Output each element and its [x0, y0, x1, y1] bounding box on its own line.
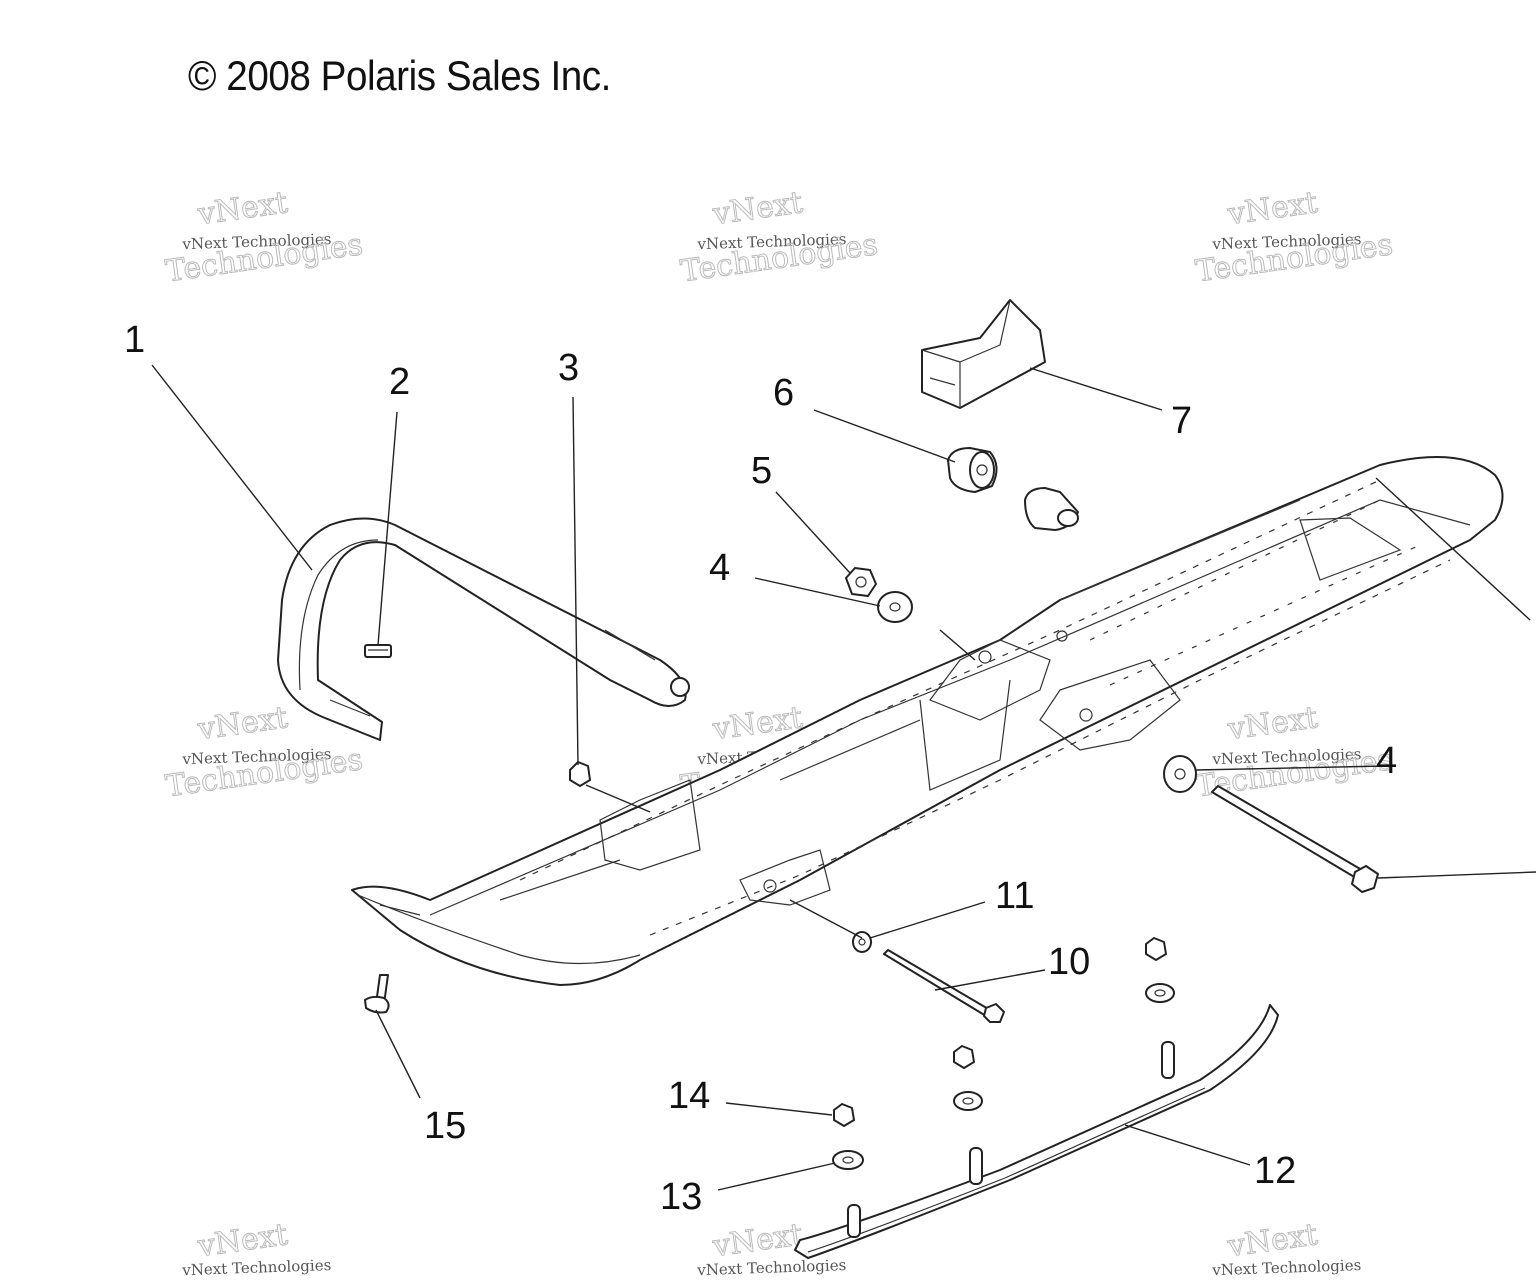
- watermark-small: vNext Technologies: [181, 1256, 332, 1279]
- copyright-text: © 2008 Polaris Sales Inc.: [188, 52, 611, 99]
- callout-6: 6: [773, 372, 794, 414]
- bushing-part: [947, 447, 998, 493]
- bushing-part: [1024, 487, 1079, 531]
- bumper-block-part: [921, 299, 1046, 409]
- watermark-small: vNext Technologies: [1211, 230, 1362, 253]
- callout-15: 15: [424, 1105, 466, 1147]
- ski-loop-part: [277, 517, 690, 741]
- watermark-top: vNext: [1225, 185, 1320, 232]
- watermark-small: vNext Technologies: [1211, 745, 1362, 768]
- watermark: vNext vNext Technologies Technologies: [1193, 185, 1395, 290]
- callout-10: 10: [1048, 941, 1090, 983]
- long-bolt-part: [1211, 785, 1379, 893]
- watermark-top: vNext: [195, 185, 290, 232]
- watermark-small: vNext Technologies: [181, 745, 332, 768]
- watermark-small: vNext Technologies: [1211, 1256, 1362, 1279]
- callouts: 1 2 3 4 5 6 7 4 10 11 12 13 14 15: [124, 319, 1397, 1218]
- washer-part: [832, 1150, 864, 1170]
- nut-part: [569, 761, 591, 787]
- callout-1: 1: [124, 319, 145, 361]
- washer-part: [852, 931, 872, 953]
- callout-11: 11: [995, 875, 1034, 917]
- callout-5: 5: [751, 450, 772, 492]
- washer-part: [1163, 755, 1197, 793]
- watermark-top: vNext: [710, 185, 805, 232]
- nut-part: [845, 567, 877, 597]
- watermark: vNext vNext Technologies Technologies: [163, 185, 365, 290]
- watermark: vNext vNext Technologies Technologies: [678, 185, 880, 290]
- callout-7: 7: [1171, 400, 1192, 442]
- washer-part: [953, 1091, 983, 1111]
- watermark: vNext vNext Technologies: [181, 1217, 332, 1280]
- watermark-small: vNext Technologies: [696, 230, 847, 253]
- washer-part: [1145, 983, 1175, 1003]
- callout-2: 2: [389, 361, 410, 403]
- callout-3: 3: [558, 347, 579, 389]
- short-bolt-part: [364, 974, 390, 1014]
- watermark-small: vNext Technologies: [696, 1256, 847, 1279]
- watermark-top: vNext: [195, 700, 290, 747]
- nut-part: [1145, 937, 1167, 961]
- callout-14: 14: [668, 1075, 710, 1117]
- leader-lines: [151, 364, 1536, 1191]
- watermark: vNext vNext Technologies: [1211, 1217, 1362, 1280]
- callout-12: 12: [1254, 1150, 1296, 1192]
- clip-part: [364, 644, 392, 658]
- carbide-runner-part: [794, 1004, 1279, 1259]
- bolt-part: [883, 949, 1005, 1023]
- ski-body-part: [351, 456, 1504, 986]
- nut-part: [833, 1103, 855, 1127]
- callout-13: 13: [660, 1176, 702, 1218]
- nut-part: [953, 1045, 975, 1069]
- callout-4-right: 4: [1376, 740, 1397, 782]
- watermark-small: vNext Technologies: [181, 230, 332, 253]
- watermark-top: vNext: [1225, 700, 1320, 747]
- callout-4: 4: [709, 547, 730, 589]
- washer-part: [877, 591, 913, 623]
- watermarks: vNext vNext Technologies Technologies vN…: [163, 185, 1395, 1280]
